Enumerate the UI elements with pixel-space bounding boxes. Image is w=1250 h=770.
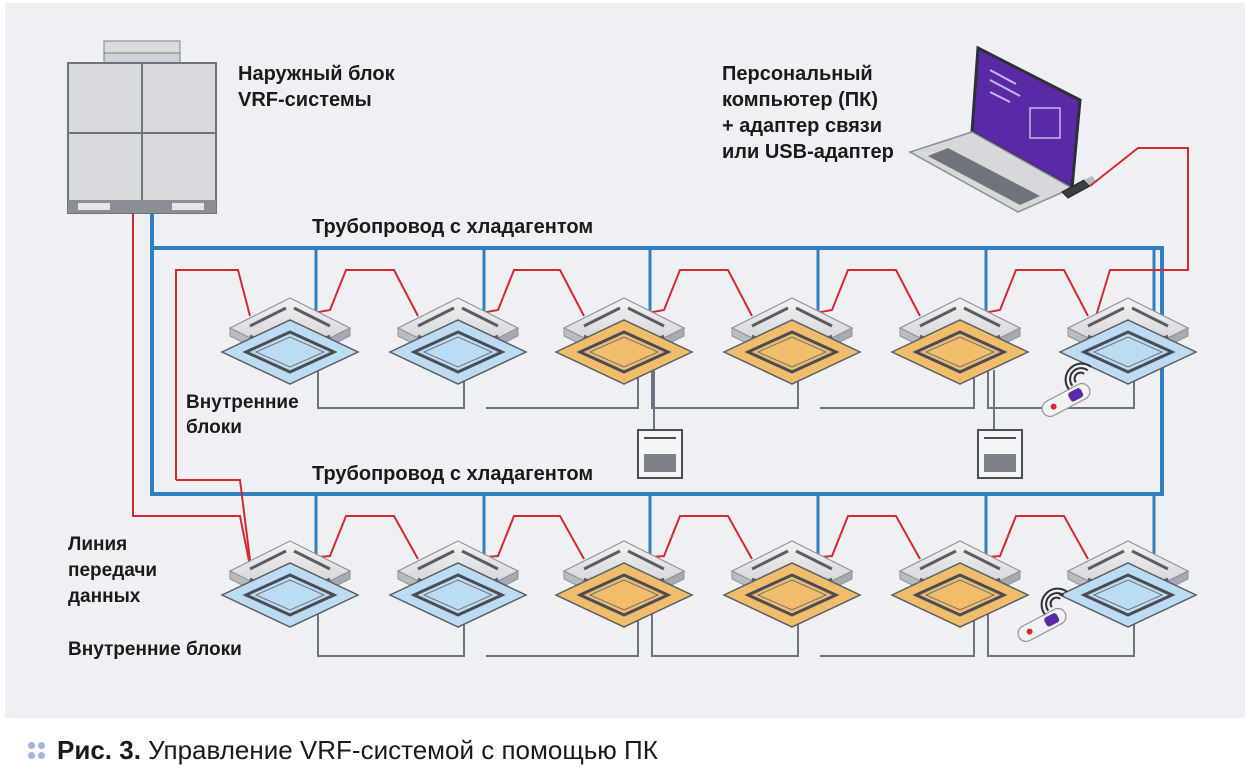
cassette-filter — [422, 579, 494, 611]
control-wire — [317, 607, 465, 657]
cassette-grille — [744, 330, 840, 374]
remote-screen — [1044, 613, 1060, 627]
pc-label-line3: + адаптер связи — [722, 115, 882, 137]
pipe-label-bottom: Трубопровод с хладагентом — [312, 463, 593, 485]
cassette-filter — [924, 579, 996, 611]
indoor-unit-top_row-4-icon — [722, 296, 862, 385]
cassette-grille — [912, 330, 1008, 374]
signal-wave — [1045, 592, 1065, 612]
control-wire-link — [820, 364, 975, 409]
indoor-unit-bottom_row-6-icon — [1058, 539, 1198, 628]
data-line-label-line2: передачи — [68, 560, 157, 581]
indoor-unit-top_row-3-icon — [554, 296, 694, 385]
data-line-outdoor — [132, 213, 251, 567]
indoor-units-bottom-label: Внутренние блоки — [68, 639, 242, 660]
indoor-unit-top_row-6-icon — [1058, 296, 1198, 385]
figure-caption: Рис. 3. Управление VRF-системой с помощь… — [28, 733, 658, 767]
signal-wave — [1040, 587, 1068, 615]
cassette-filter — [756, 336, 828, 368]
cassette-grille — [242, 330, 338, 374]
caption-text: Рис. 3. Управление VRF-системой с помощь… — [57, 735, 658, 766]
cassette-filter — [1092, 336, 1164, 368]
refrigerant-pipe-bottom — [150, 213, 1164, 496]
cassette-grille — [242, 573, 338, 617]
signal-wave — [1069, 367, 1089, 387]
indoor-unit-bottom_row-3-icon — [554, 539, 694, 628]
pc-label-line1: Персональный — [722, 63, 873, 85]
remote-signal-1-icon — [1064, 362, 1092, 390]
remote-control-2-icon — [1017, 607, 1067, 643]
cassette-grille — [1080, 330, 1176, 374]
indoor-unit-bottom_row-4-icon — [722, 539, 862, 628]
control-wire — [651, 607, 799, 657]
remote-screen — [1068, 388, 1084, 402]
outdoor-unit-label-line2: VRF-системы — [238, 89, 372, 111]
controller-display — [984, 454, 1016, 472]
data-line-pc — [1089, 147, 1189, 317]
indoor-unit-bottom_row-5-icon — [890, 539, 1030, 628]
remote-button — [1050, 403, 1057, 410]
control-wire-link — [820, 607, 975, 657]
remote-control-1-icon — [1041, 382, 1091, 418]
remote-signal-2-icon — [1040, 587, 1068, 615]
data-line-link — [176, 479, 251, 561]
control-wire — [651, 364, 799, 409]
cassette-grille — [576, 330, 672, 374]
cassette-filter — [588, 579, 660, 611]
caption-title: Управление VRF-системой с помощью ПК — [148, 734, 658, 765]
cassette-filter — [756, 579, 828, 611]
outdoor-unit-icon — [67, 40, 217, 214]
wall-controller-2-icon — [977, 429, 1023, 479]
cassette-grille — [744, 573, 840, 617]
cassette-grille — [410, 330, 506, 374]
cassette-filter — [924, 336, 996, 368]
data-line-label-line1: Линия — [68, 534, 127, 555]
caption-dots-icon — [28, 741, 45, 759]
control-wire — [987, 607, 1135, 657]
controller-display — [644, 454, 676, 472]
indoor-unit-bottom_row-2-icon — [388, 539, 528, 628]
signal-wave — [1073, 371, 1085, 383]
cassette-filter — [588, 336, 660, 368]
indoor-unit-bottom_row-1-icon — [220, 539, 360, 628]
pipe-label-top: Трубопровод с хладагентом — [312, 216, 593, 238]
caption-figure-number: Рис. 3. — [57, 734, 141, 765]
control-wire-link — [486, 607, 639, 657]
refrigerant-pipe-top — [152, 246, 1164, 320]
cassette-grille — [912, 573, 1008, 617]
pc-label-line4: или USB-адаптер — [722, 141, 894, 163]
cassette-grille — [410, 573, 506, 617]
cassette-grille — [1080, 573, 1176, 617]
cassette-grille — [576, 573, 672, 617]
remote-button — [1026, 628, 1033, 635]
pc-label-line2: компьютер (ПК) — [722, 89, 878, 111]
wall-controller-1-icon — [637, 429, 683, 479]
signal-wave — [1064, 362, 1092, 390]
signal-wave — [1049, 596, 1061, 608]
cassette-filter — [254, 336, 326, 368]
outdoor-unit-label-line1: Наружный блок — [238, 63, 396, 85]
data-line-left-loop — [175, 269, 251, 480]
control-wire-link — [486, 364, 639, 409]
indoor-units-top-label-line2: блоки — [186, 417, 242, 438]
data-line-label-line3: данных — [68, 586, 141, 607]
indoor-unit-top_row-1-icon — [220, 296, 360, 385]
cassette-filter — [1092, 579, 1164, 611]
indoor-unit-top_row-2-icon — [388, 296, 528, 385]
indoor-unit-top_row-5-icon — [890, 296, 1030, 385]
cassette-filter — [422, 336, 494, 368]
control-wire — [317, 364, 465, 409]
cassette-filter — [254, 579, 326, 611]
indoor-units-top-label-line1: Внутренние — [186, 392, 299, 413]
